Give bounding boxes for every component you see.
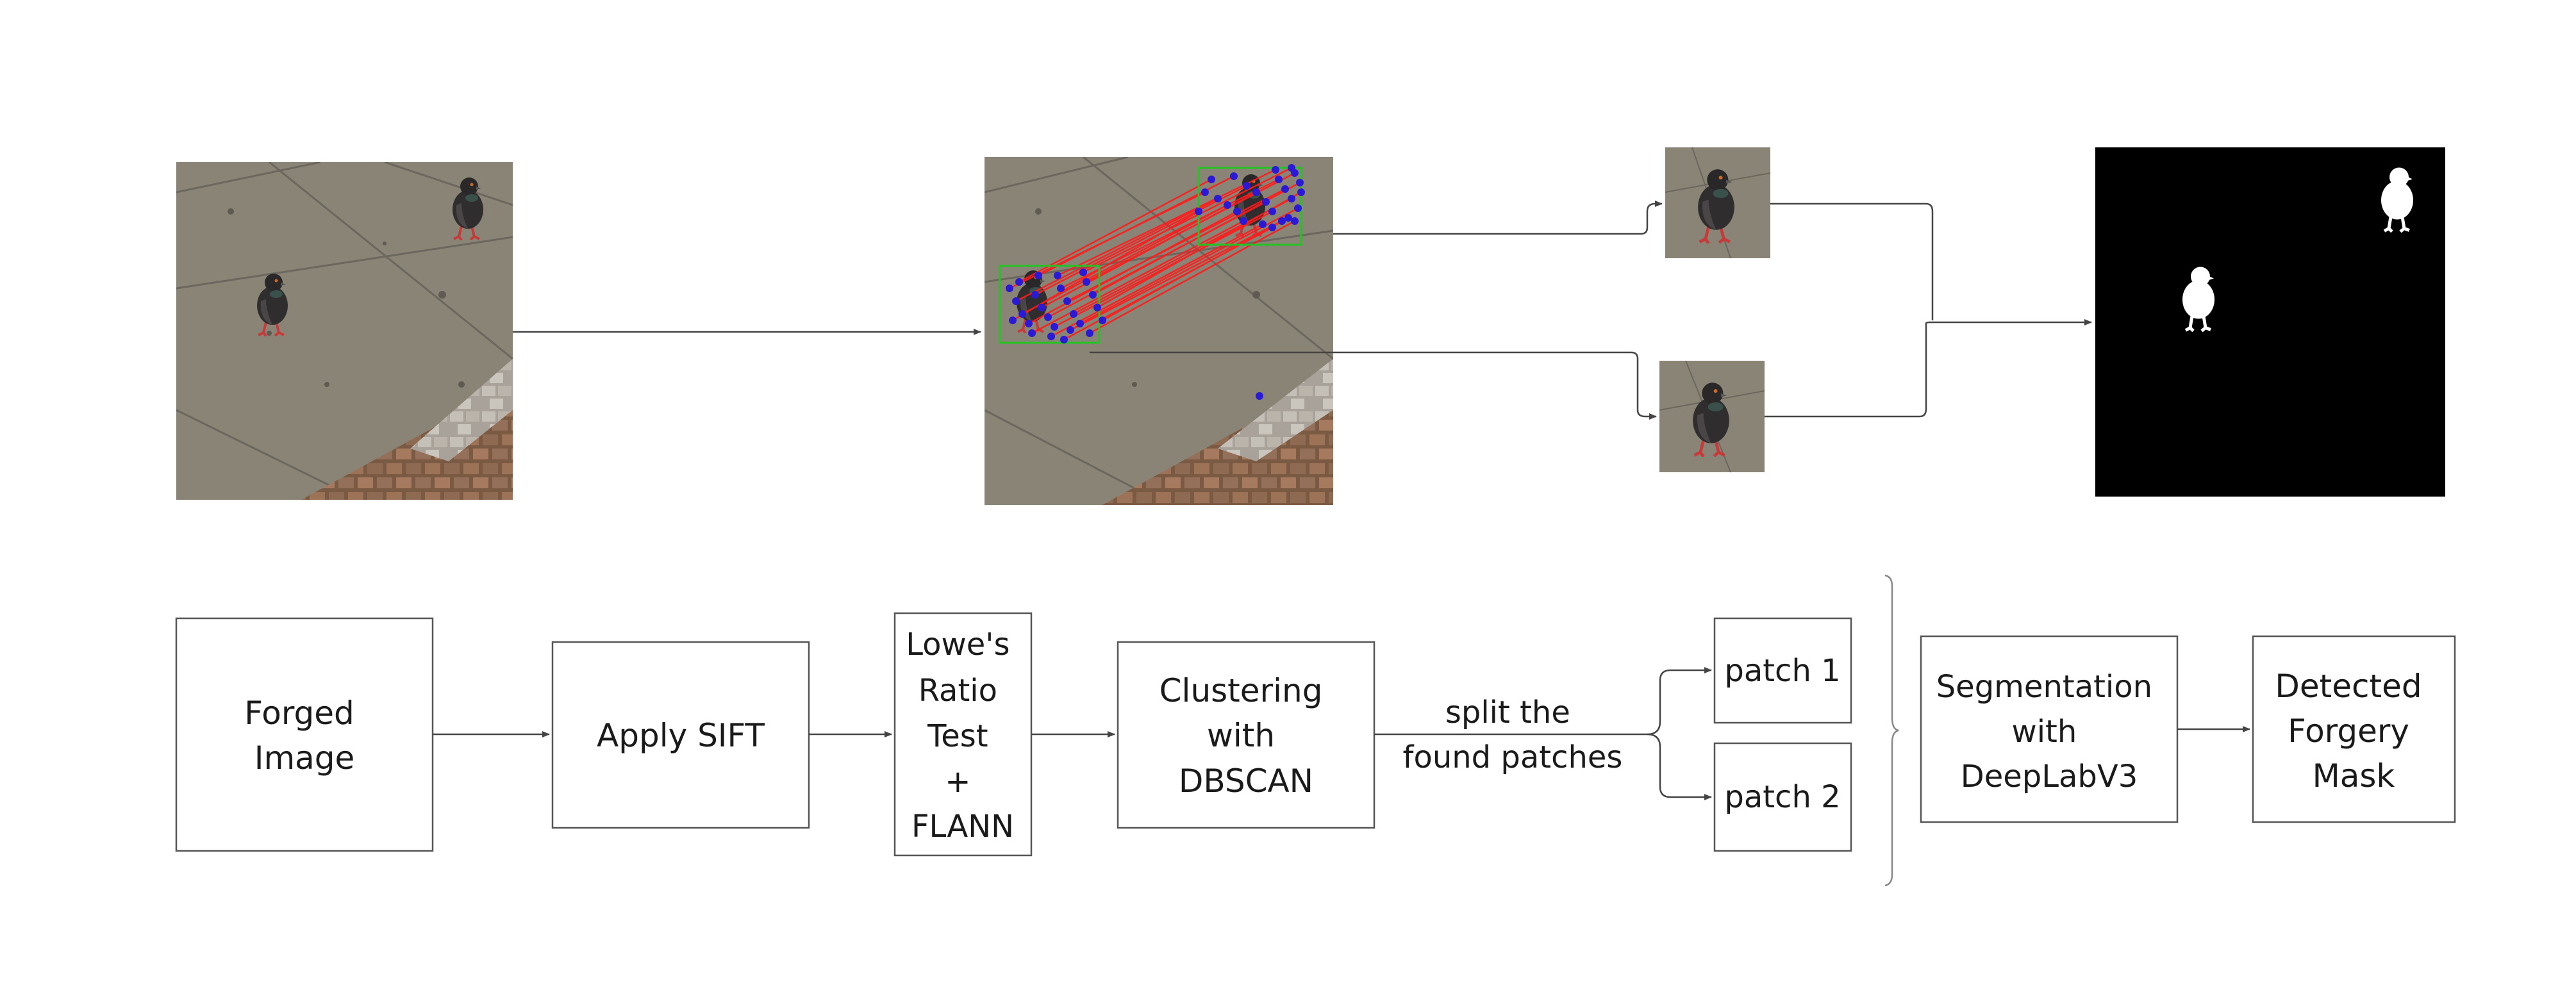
apply-sift-box: Apply SIFT (551, 641, 810, 829)
bottom-connectors (433, 667, 2250, 800)
sift-matches-photo (985, 157, 1333, 505)
ratio-test-label: Lowe's Ratio Test + FLANN (906, 627, 1020, 845)
apply-sift-label: Apply SIFT (597, 717, 765, 754)
top-connectors (513, 201, 2092, 420)
match-lines (1009, 167, 1302, 341)
detected-mask-box: Detected Forgery Mask (2252, 635, 2456, 823)
patch-2-box: patch 2 (1713, 742, 1852, 852)
split-patches-label: split the found patches (1403, 695, 1623, 775)
forged-image-photo (176, 162, 513, 500)
forged-image-box: Forged Image (175, 617, 434, 852)
patch-1-label: patch 1 (1724, 653, 1840, 689)
patch-1-photo (1665, 147, 1771, 259)
curly-brace (1884, 574, 1899, 887)
clustering-label: Clustering with DBSCAN (1159, 672, 1333, 800)
segmentation-box: Segmentation with DeepLabV3 (1920, 635, 2179, 823)
patch-2-photo (1659, 360, 1765, 473)
detected-mask-label: Detected Forgery Mask (2275, 668, 2432, 795)
clustering-box: Clustering with DBSCAN (1117, 641, 1375, 829)
patch-2-label: patch 2 (1724, 779, 1840, 815)
forgery-mask-image (2095, 147, 2445, 497)
segmentation-label: Segmentation with DeepLabV3 (1936, 669, 2163, 795)
patch-1-box: patch 1 (1713, 617, 1852, 724)
keypoints (1006, 164, 1305, 400)
forged-image-label: Forged Image (244, 695, 364, 777)
ratio-test-box: Lowe's Ratio Test + FLANN (893, 612, 1033, 857)
